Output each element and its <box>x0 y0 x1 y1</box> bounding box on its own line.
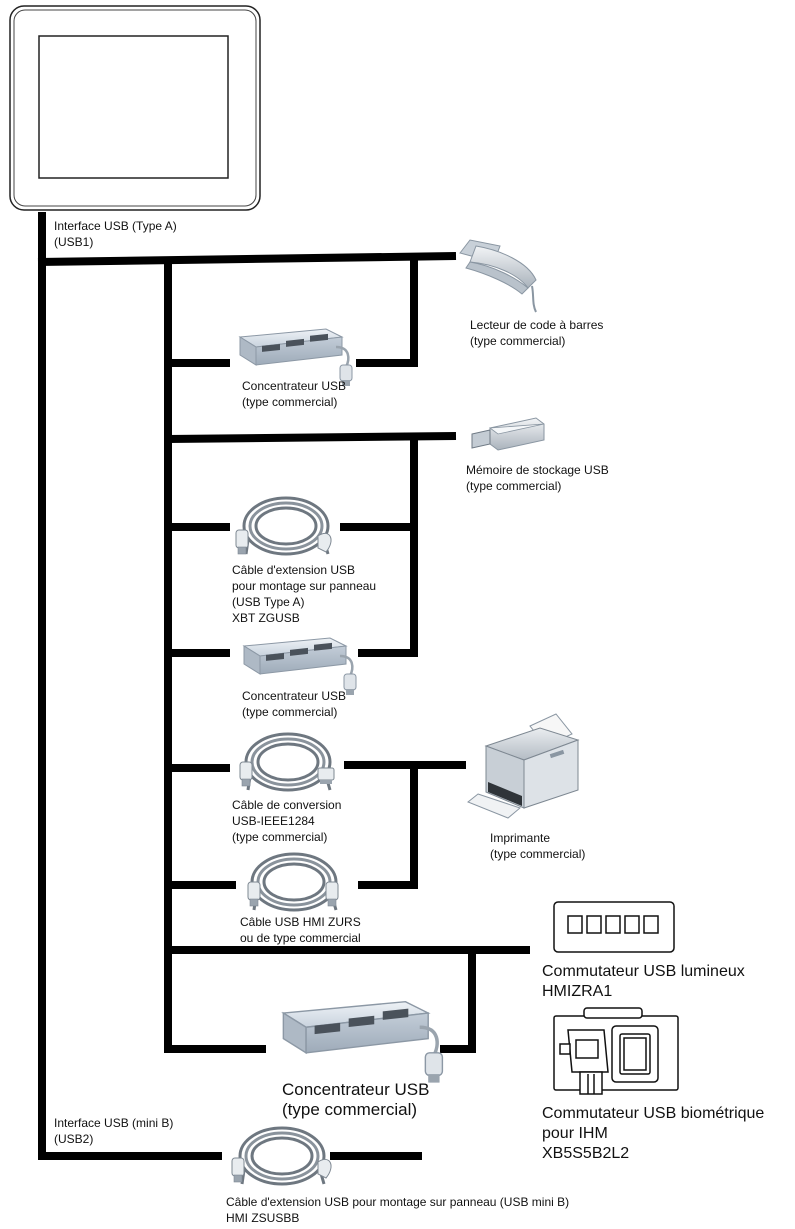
usb-hub-icon <box>242 636 358 697</box>
usb-storage-icon <box>471 417 545 451</box>
conversion-cable-icon <box>239 732 335 792</box>
extension-cable-icon <box>235 496 332 556</box>
usb-cable-icon <box>247 852 339 912</box>
usb-hub-large-label: Concentrateur USB(type commercial) <box>282 1080 430 1119</box>
biometric-usb-switch-icon <box>553 1007 679 1095</box>
illuminated-usb-switch-icon <box>553 901 675 953</box>
usb-hub-label: Concentrateur USB(type commercial) <box>242 689 347 719</box>
usb-storage-label: Mémoire de stockage USB(type commercial) <box>466 463 609 493</box>
usb-hub-icon <box>281 999 445 1085</box>
barcode-reader-icon <box>459 239 537 313</box>
usb-hub-label: Concentrateur USB(type commercial) <box>242 379 347 409</box>
usb2-interface-label: Interface USB (mini B)(USB2) <box>54 1116 174 1146</box>
connection-lines <box>37 212 530 1160</box>
hmi-panel <box>9 5 261 211</box>
printer-icon <box>467 713 580 819</box>
usb1-interface-label: Interface USB (Type A)(USB1) <box>54 219 177 249</box>
barcode-reader-label: Lecteur de code à barres(type commercial… <box>470 318 604 348</box>
minib-extension-cable-label: Câble d'extension USB pour montage sur p… <box>226 1195 570 1225</box>
minib-extension-cable-icon <box>231 1126 332 1186</box>
printer-label: Imprimante(type commercial) <box>490 831 586 861</box>
